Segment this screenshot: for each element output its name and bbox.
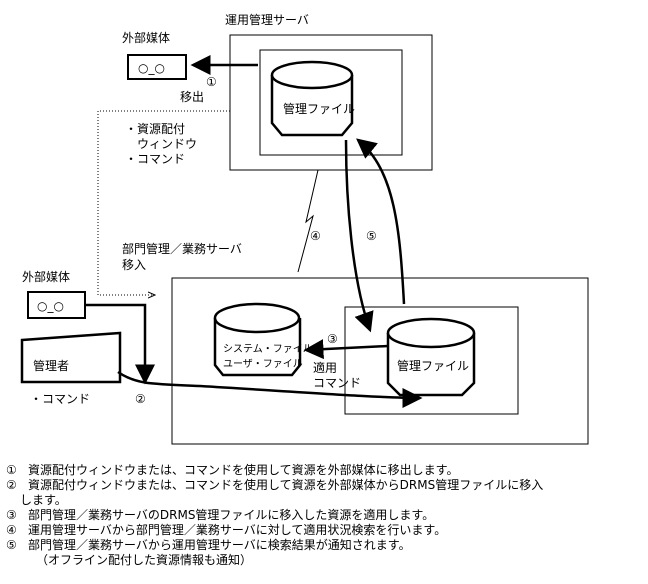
n4: ④ (310, 229, 321, 243)
dept-server-box (171, 277, 589, 445)
dept-mgmt-file-cylinder: 管理ファイル (386, 317, 476, 397)
ext-media-top-box (127, 54, 187, 80)
note-num: ② (6, 478, 17, 492)
system-file-cylinder: システム・ファイル ユーザ・ファイル (213, 302, 313, 377)
apply-label-2: コマンド (313, 376, 361, 390)
note-text: 部門管理／業務サーバのDRMS管理ファイルに移入した資源を適用します。 (28, 508, 435, 522)
note-3: ③ 部門管理／業務サーバのDRMS管理ファイルに移入した資源を適用します。 (6, 508, 543, 523)
note-4: ④ 運用管理サーバから部門管理／業務サーバに対して適用状況検索を行います。 (6, 523, 543, 538)
diagram-canvas: 運用管理サーバ 管理ファイル 外部媒体 ○_○ ① 移出 ・資源配付 ウィンドウ… (20, 12, 589, 445)
export-label: 移出 (180, 90, 204, 104)
offline-dotted-path (97, 110, 230, 295)
mgmt-server-label: 運用管理サーバ (225, 12, 309, 27)
mgmt-server-box (229, 34, 433, 171)
dept-server-label: 部門管理／業務サーバ (122, 241, 242, 256)
tool-3: ・コマンド (125, 152, 185, 166)
note-1: ① 資源配付ウィンドウまたは、コマンドを使用して資源を外部媒体に移出します。 (6, 463, 543, 478)
mgmt-server-inner-box (259, 49, 403, 156)
mgmt-file-label: 管理ファイル (283, 101, 355, 116)
media-import-arrow (85, 303, 155, 385)
n3: ③ (327, 332, 338, 346)
tool-2: ウィンドウ (137, 137, 197, 151)
user-file-label: ユーザ・ファイル (223, 358, 303, 370)
note-num: ⑤ (6, 538, 17, 552)
apply-label-1: 適用 (313, 360, 337, 375)
admin-import-arrow (117, 370, 423, 408)
note-2-cont: します。 (20, 493, 67, 507)
note-num: ① (6, 463, 17, 477)
note-2: ② 資源配付ウィンドウまたは、コマンドを使用して資源を外部媒体からDRMS管理ファ… (6, 478, 543, 493)
n5: ⑤ (366, 229, 377, 243)
note-text: 資源配付ウィンドウまたは、コマンドを使用して資源を外部媒体に移出します。 (28, 463, 459, 477)
export-num: ① (206, 75, 217, 89)
apply-arrow (303, 339, 389, 360)
note-text: 運用管理サーバから部門管理／業務サーバに対して適用状況検索を行います。 (28, 523, 447, 537)
admin-label: 管理者 (33, 358, 69, 373)
tool-1: ・資源配付 (125, 122, 185, 136)
admin-terminal (20, 331, 122, 384)
ext-media-top-label: 外部媒体 (122, 30, 170, 45)
note-text: 資源配付ウィンドウまたは、コマンドを使用して資源を外部媒体からDRMS管理ファイ… (28, 478, 544, 492)
note-5-cont: （オフライン配付した資源情報も通知） (36, 553, 253, 567)
import-to-dept-arrow (344, 139, 374, 333)
ext-media-left-glyph: ○_○ (37, 299, 64, 313)
network-line (297, 169, 319, 273)
note-num: ④ (6, 523, 17, 537)
result-notify-arrow (356, 138, 406, 305)
admin-cmd: ・コマンド (30, 392, 90, 406)
note-num: ③ (6, 508, 17, 522)
n2: ② (135, 392, 146, 406)
note-5: ⑤ 部門管理／業務サーバから運用管理サーバに検索結果が通知されます。 (6, 538, 543, 553)
import-label: 移入 (122, 258, 146, 272)
system-file-label: システム・ファイル (223, 343, 313, 355)
ext-media-top-glyph: ○_○ (138, 61, 165, 75)
ext-media-left-label: 外部媒体 (22, 269, 70, 284)
note-text: 部門管理／業務サーバから運用管理サーバに検索結果が通知されます。 (28, 538, 411, 552)
dept-mgmt-file-label: 管理ファイル (397, 358, 469, 373)
mgmt-file-cylinder: 管理ファイル (270, 60, 355, 137)
dept-server-inner-box (344, 306, 519, 415)
